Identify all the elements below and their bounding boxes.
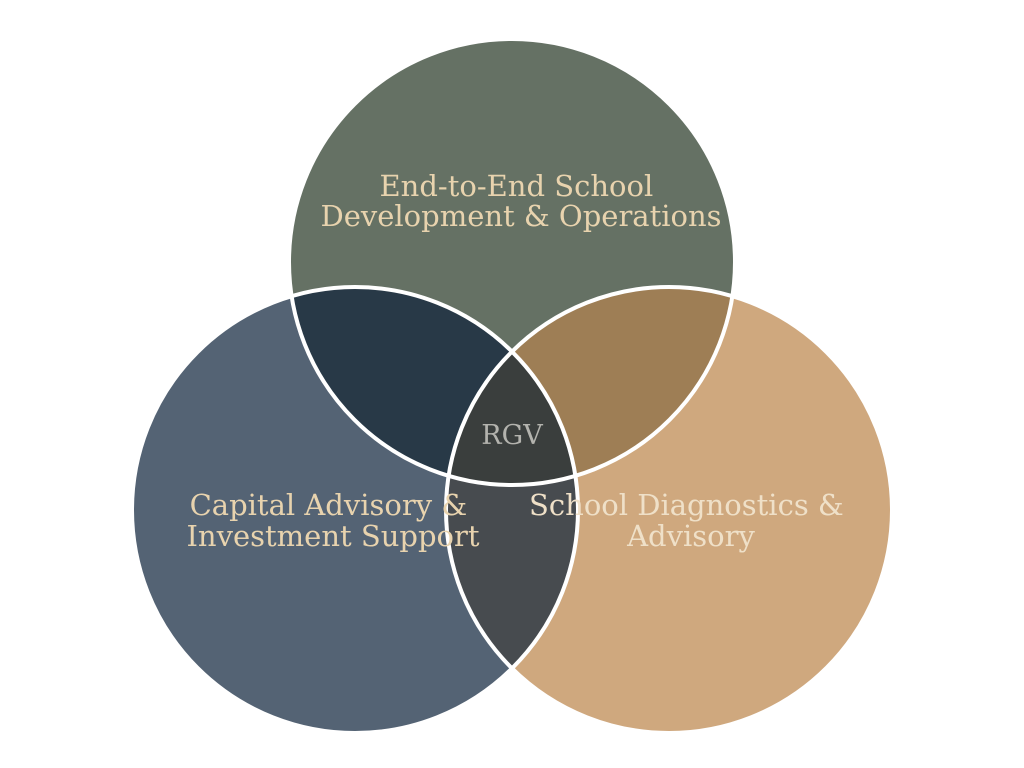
label-school-development: End-to-End School Development & Operatio… [320, 169, 721, 233]
overlap-top-right [446, 287, 735, 485]
circle-outlines [130, 37, 894, 735]
label-rgv-center: RGV [481, 420, 543, 451]
label-school-diagnostics: School Diagnostics & Advisory [529, 488, 853, 553]
label-capital-advisory: Capital Advisory & Investment Support [186, 488, 479, 553]
overlap-top-left [289, 287, 578, 485]
